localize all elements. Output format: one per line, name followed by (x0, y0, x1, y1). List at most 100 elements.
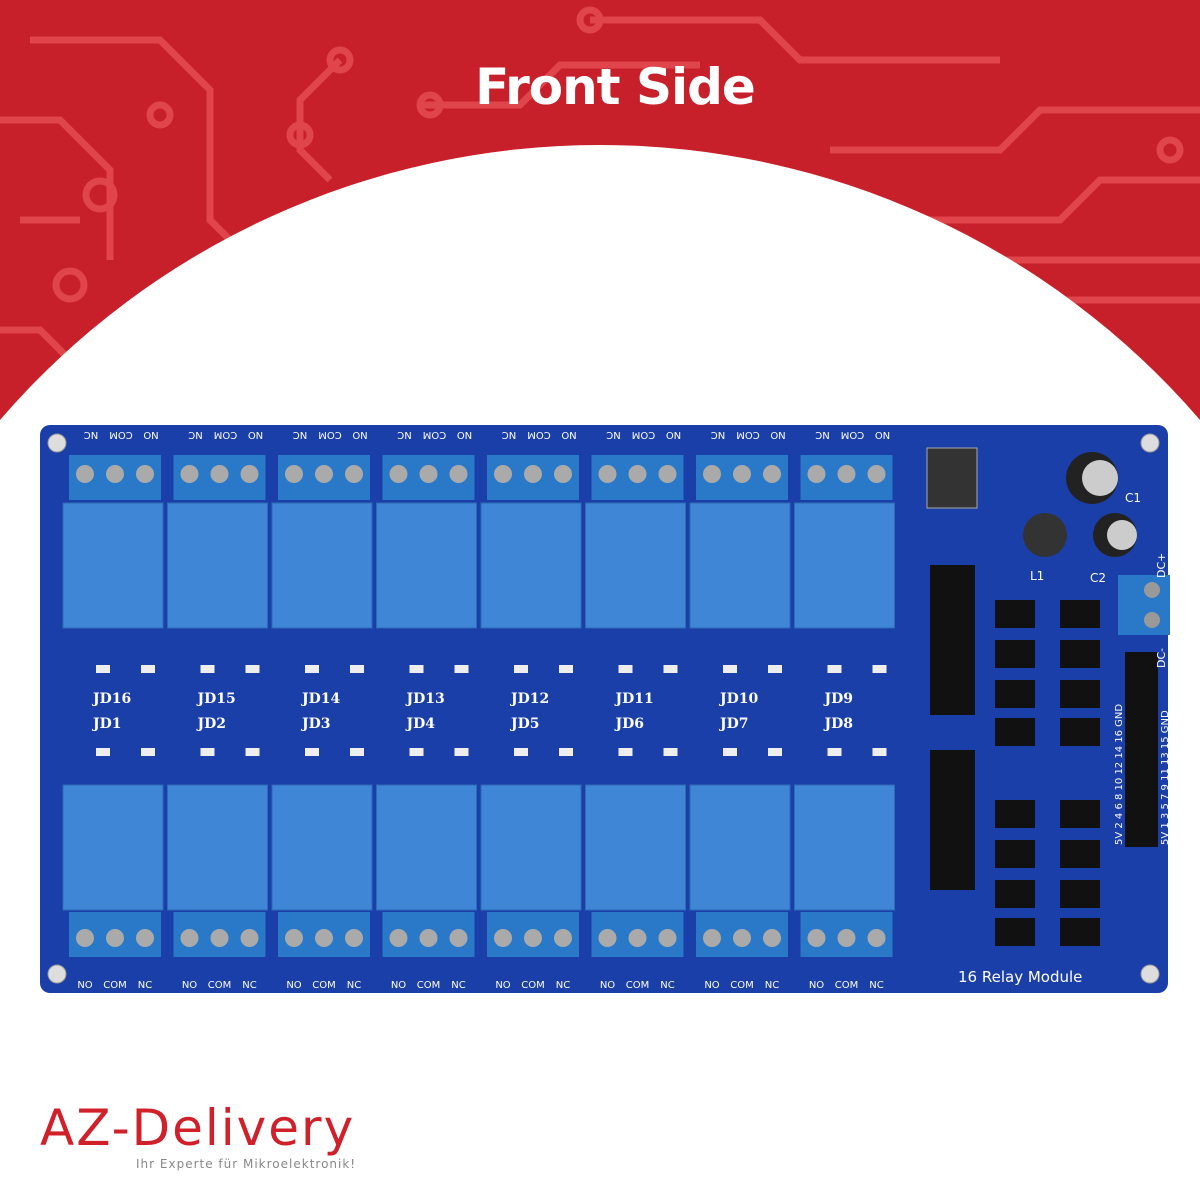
led (200, 748, 215, 756)
relay (689, 784, 791, 911)
terminal-label: NO (77, 980, 92, 991)
led (305, 665, 319, 673)
optocoupler (995, 600, 1035, 628)
resistor (663, 665, 678, 673)
screw-icon (389, 929, 408, 947)
screw-icon (449, 929, 468, 947)
screw-icon (658, 929, 677, 947)
optocoupler (995, 718, 1035, 746)
relay (585, 502, 686, 629)
screw-icon (345, 465, 363, 483)
screw-icon (136, 929, 154, 947)
screw-icon (554, 465, 572, 483)
screw-icon (180, 929, 199, 947)
optocoupler (1060, 840, 1100, 868)
pin-header (1125, 652, 1158, 847)
resistor (454, 748, 469, 756)
terminal-label: NO (391, 980, 406, 991)
terminal-label: COM (730, 980, 753, 991)
screw-icon (703, 465, 721, 483)
terminal-label: COM (841, 429, 864, 440)
terminal-label: NO (143, 429, 158, 440)
screw-icon (733, 465, 751, 483)
terminal-label: NO (600, 980, 615, 991)
led (514, 748, 528, 756)
screw-icon (180, 465, 199, 483)
led (96, 665, 110, 673)
terminal-label: NC (451, 980, 465, 991)
dc-minus-label: DC- (1155, 648, 1168, 668)
jumper-label: JD8 (823, 716, 854, 732)
screw-icon (494, 465, 512, 483)
screw-icon (733, 929, 751, 947)
jumper-label: JD9 (823, 691, 854, 707)
terminal-label: NC (869, 980, 883, 991)
jumper-label: JD3 (300, 716, 331, 732)
terminal-label: NC (397, 429, 411, 440)
terminal-label: NO (182, 980, 197, 991)
terminal-label: NO (286, 980, 301, 991)
terminal-label: COM (527, 429, 550, 440)
resistor (768, 665, 782, 673)
jumper-label: JD5 (509, 716, 540, 732)
terminal-label: NC (556, 980, 570, 991)
screw-icon (867, 465, 886, 483)
jumper-label: JD15 (196, 691, 236, 707)
driver-ic-2 (930, 750, 975, 890)
relay (585, 784, 686, 911)
screw-icon (106, 465, 124, 483)
screw-icon (524, 465, 542, 483)
terminal-label: COM (103, 980, 126, 991)
led (514, 665, 528, 673)
screw-icon (449, 465, 468, 483)
optocoupler (1060, 880, 1100, 908)
terminal-label: NO (770, 429, 785, 440)
terminal-label: NO (495, 980, 510, 991)
board-name: 16 Relay Module (958, 968, 1082, 986)
header-pins-left: 5V 2 4 6 8 10 12 14 16 GND (1114, 704, 1125, 845)
terminal-label: COM (626, 980, 649, 991)
terminal-label: NO (457, 429, 472, 440)
white-arc (0, 144, 1200, 470)
screw-icon (285, 465, 303, 483)
terminal-label: COM (423, 429, 446, 440)
jumper-label: JD7 (718, 716, 749, 732)
c1-label: C1 (1125, 491, 1141, 505)
terminal-label: NC (815, 429, 829, 440)
resistor (559, 748, 573, 756)
led (618, 665, 633, 673)
led (409, 748, 424, 756)
relay (62, 502, 164, 629)
screw-icon (494, 929, 512, 947)
terminal-label: COM (318, 429, 341, 440)
led (96, 748, 110, 756)
led (200, 665, 215, 673)
led (723, 665, 737, 673)
jumper-label: JD6 (614, 716, 645, 732)
brand-tagline: Ihr Experte für Mikroelektronik! (136, 1157, 357, 1171)
terminal-label: COM (208, 980, 231, 991)
screw-icon (598, 929, 617, 947)
jumper-label: JD16 (91, 691, 131, 707)
relay (271, 784, 373, 911)
jumper-label: JD10 (718, 691, 759, 707)
resistor (768, 748, 782, 756)
screw-icon (285, 929, 303, 947)
inductor-l1 (1023, 513, 1067, 557)
terminal-label: COM (835, 980, 858, 991)
led (305, 748, 319, 756)
led (723, 748, 737, 756)
led (618, 748, 633, 756)
jumper-label: JD4 (405, 716, 436, 732)
jumper-label: JD2 (196, 716, 227, 732)
screw-icon (210, 929, 229, 947)
relay (271, 502, 373, 629)
screw-icon (763, 929, 781, 947)
screw-icon (419, 465, 438, 483)
red-circuit-banner (0, 0, 1200, 470)
